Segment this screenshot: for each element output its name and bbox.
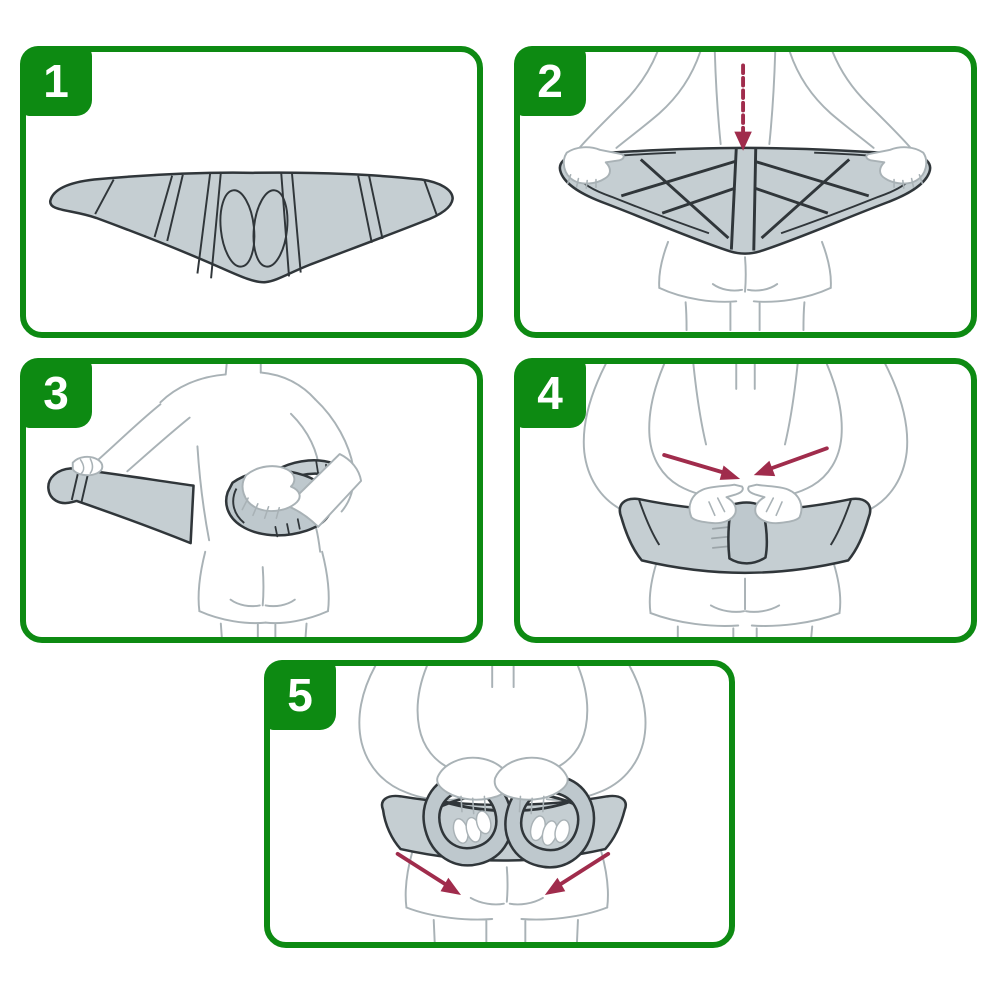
step-number: 3 [43,367,69,419]
rolled-end-fold [232,488,245,524]
fasten-straps-illustration [358,666,647,942]
step-3-badge: 3 [20,358,92,428]
step-number: 5 [287,669,313,721]
hold-belt-behind-back-illustration [558,52,932,332]
body-outline [578,52,912,332]
inward-arrows-icon [662,446,829,480]
belt-folds [637,498,853,546]
left-hand [688,483,744,525]
right-hand-gripping [241,465,301,519]
belt-shape [49,171,454,284]
step-panel-1: 1 [20,46,483,338]
step-number: 4 [537,367,563,419]
step-4-badge: 4 [514,358,586,428]
pull-ends-together-illustration [582,364,909,637]
downward-arrows-icon [395,851,611,896]
step-panel-2: 2 [514,46,977,338]
belt-stretched [558,146,932,255]
step-2-badge: 2 [514,46,586,116]
forearm [286,453,363,528]
belt-seams [94,172,438,279]
step-number: 1 [43,55,69,107]
belt-wing [47,467,195,545]
step-panel-3: 3 [20,358,483,643]
wrap-belt-illustration [47,364,363,637]
rolled-end-stitches [274,518,301,538]
step-5-badge: 5 [264,660,336,730]
left-hand-on-tip [71,455,104,477]
left-hand [562,146,625,189]
step-1-badge: 1 [20,46,92,116]
flat-belt-illustration [49,171,454,284]
belt-straps [620,148,870,251]
down-arrow-icon [734,63,752,151]
step-panel-4: 4 [514,358,977,643]
step-number: 2 [537,55,563,107]
step-panel-5: 5 [264,660,735,948]
belt-wing-seams [70,470,90,503]
belt-right-pad [252,189,289,268]
